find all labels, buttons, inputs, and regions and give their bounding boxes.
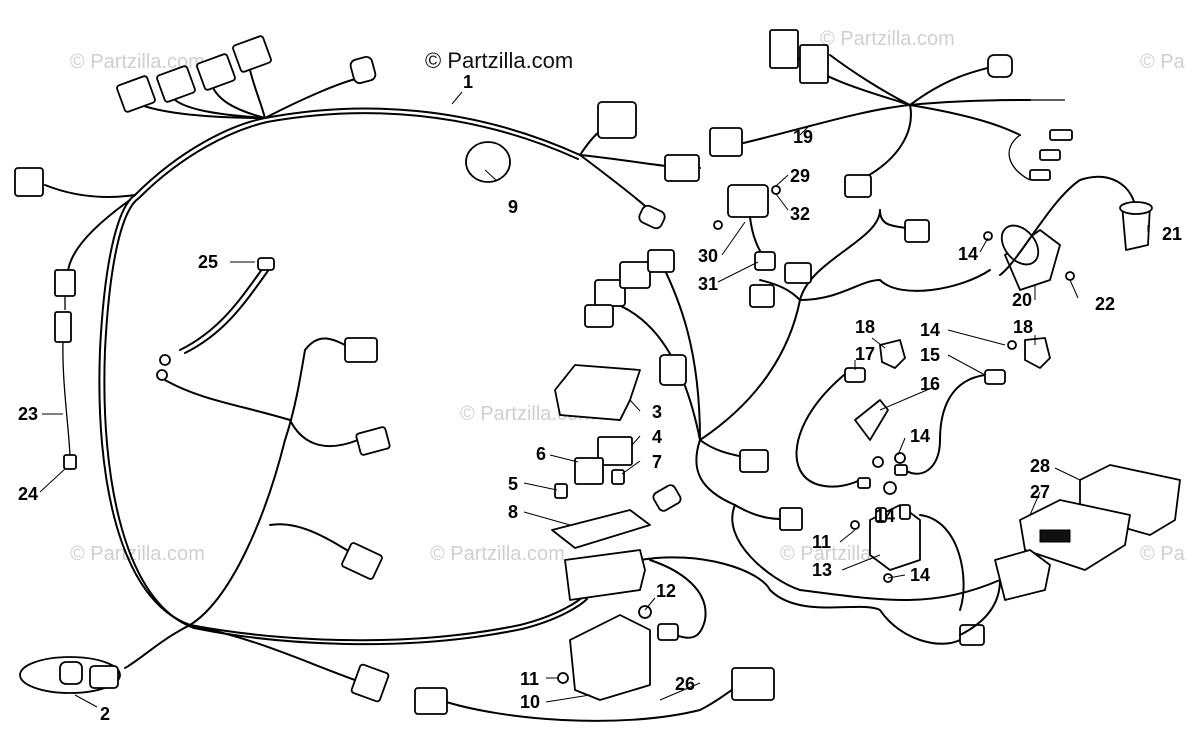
regulator-10 xyxy=(557,559,707,701)
sensor-29-group xyxy=(713,184,781,271)
callout-label: 2 xyxy=(100,704,110,724)
callout-label: 7 xyxy=(652,452,662,472)
callout-label: 30 xyxy=(698,246,718,266)
callout-label: 13 xyxy=(812,560,832,580)
callout-label: 27 xyxy=(1030,482,1050,502)
part-25-cable xyxy=(156,257,275,381)
callout-label: 23 xyxy=(18,404,38,424)
callout-label: 10 xyxy=(520,692,540,712)
callout-label: 12 xyxy=(656,581,676,601)
callout-label: 29 xyxy=(790,166,810,186)
callout-label: 16 xyxy=(920,374,940,394)
callout-label: 5 xyxy=(508,474,518,494)
cables-15-17 xyxy=(795,337,1051,489)
callout-label: 28 xyxy=(1030,456,1050,476)
copyright-notice: © Partzilla.com xyxy=(425,48,573,73)
watermark: © Pa xyxy=(1140,51,1186,73)
callout-label: 14 xyxy=(910,426,930,446)
callout-label: 4 xyxy=(652,427,662,447)
callout-label: 21 xyxy=(1162,224,1182,244)
callout-label: 14 xyxy=(875,506,895,526)
callout-label: 32 xyxy=(790,204,810,224)
callout-label: 20 xyxy=(1012,290,1032,310)
watermark: © Partzilla.com xyxy=(430,543,565,565)
callout-label: 31 xyxy=(698,274,718,294)
callout-label: 3 xyxy=(652,402,662,422)
callout-label: 11 xyxy=(520,669,539,689)
top-left-connectors xyxy=(14,35,377,470)
callout-label: 8 xyxy=(508,502,518,522)
callout-label: 25 xyxy=(198,252,218,272)
callout-label: 18 xyxy=(855,317,875,337)
callout-label: 22 xyxy=(1095,294,1115,314)
callout-label: 24 xyxy=(18,484,38,504)
callout-label: 14 xyxy=(920,320,940,340)
center-harness xyxy=(584,209,1001,646)
watermark: © Pa xyxy=(1140,543,1186,565)
callout-label: 14 xyxy=(910,565,930,585)
callout-label: 17 xyxy=(855,344,875,364)
leader-lines xyxy=(39,91,1149,708)
branch-connectors xyxy=(341,337,391,580)
callout-label: 18 xyxy=(1013,317,1033,337)
callout-label: 26 xyxy=(675,674,695,694)
callout-label: 15 xyxy=(920,345,940,365)
part-2-sensor xyxy=(19,656,390,703)
watermark: © Partzilla.com xyxy=(70,543,205,565)
callout-label: 6 xyxy=(536,444,546,464)
solenoid-13 xyxy=(850,481,965,611)
relay-fuse-group xyxy=(551,364,651,601)
callout-label: 1 xyxy=(463,72,473,92)
callout-label: 11 xyxy=(812,532,831,552)
callout-label: 14 xyxy=(958,244,978,264)
harness-19 xyxy=(709,29,1073,198)
callout-label: 19 xyxy=(793,127,813,147)
top-mid-connectors xyxy=(597,101,700,230)
coil-20 xyxy=(983,175,1153,291)
watermark: © Partzilla.com xyxy=(70,51,205,73)
part-9-clip xyxy=(465,141,511,183)
watermark: © Partzilla.com xyxy=(820,28,955,50)
callout-label: 9 xyxy=(508,197,518,217)
main-harness xyxy=(44,69,701,681)
callout-numbers: 1 2 3 4 5 6 7 8 9 10 11 11 12 13 14 14 1… xyxy=(18,72,1182,724)
harness-26 xyxy=(414,667,775,722)
ecu-27-28 xyxy=(959,464,1181,636)
